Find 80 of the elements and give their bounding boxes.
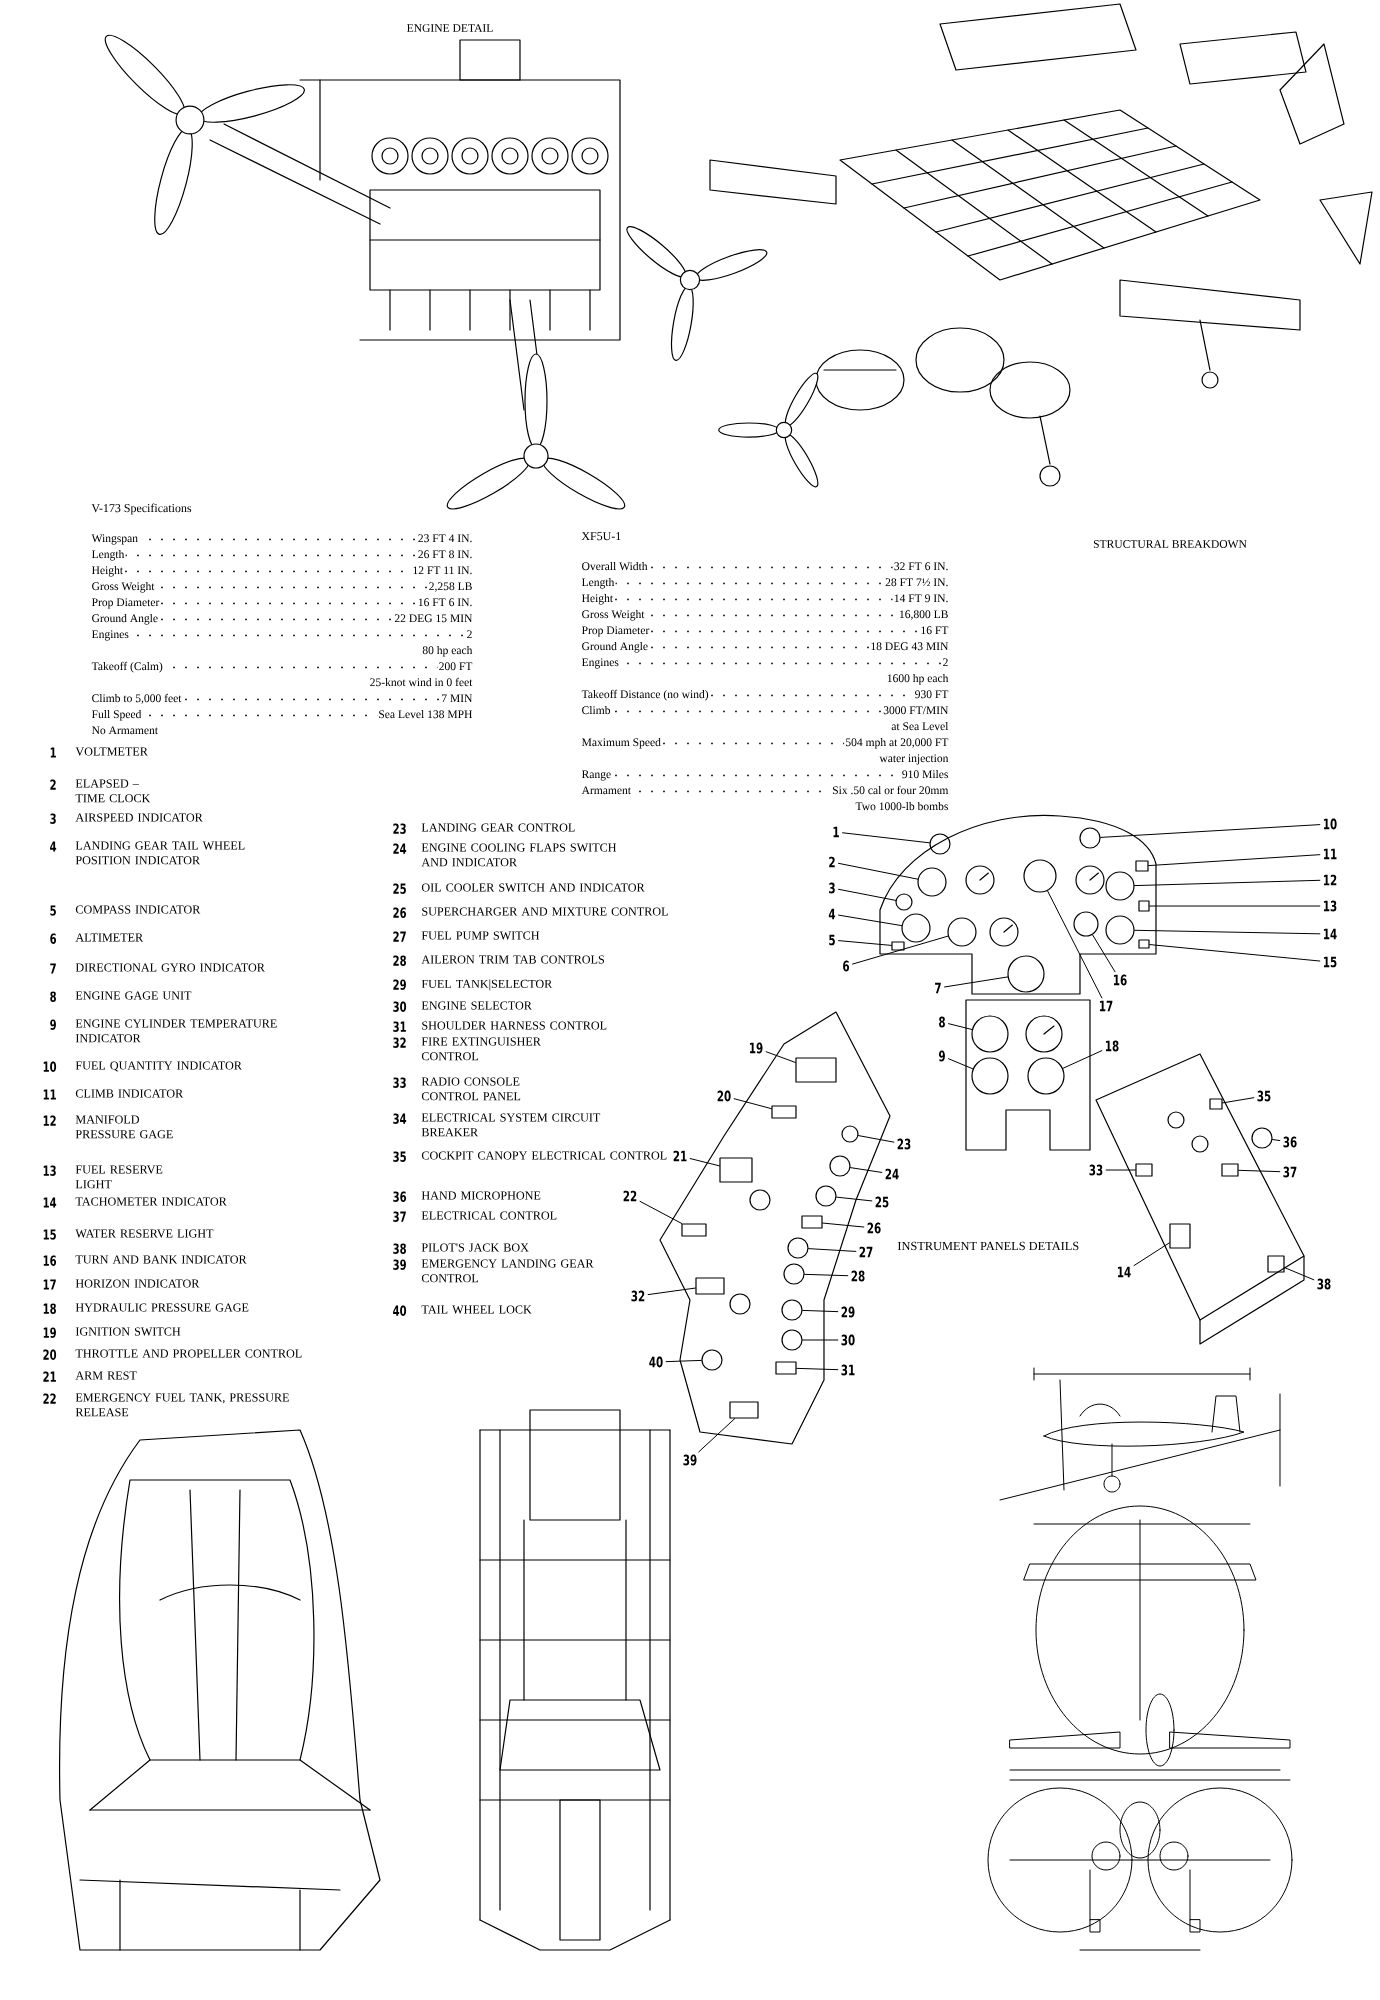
leader-line xyxy=(796,1367,839,1371)
leader-line xyxy=(689,1158,720,1167)
gauge xyxy=(1023,859,1057,893)
leader-line xyxy=(836,1196,873,1202)
control-box xyxy=(1138,939,1150,949)
gauge xyxy=(895,893,913,911)
control-box xyxy=(1221,1163,1239,1177)
control-box xyxy=(1169,1223,1191,1249)
gauge xyxy=(1073,911,1099,937)
leader-line xyxy=(802,1309,839,1313)
leader-line xyxy=(838,940,892,946)
leader-line xyxy=(1105,1169,1136,1171)
gauge xyxy=(947,917,977,947)
leader-line xyxy=(1284,1267,1315,1281)
gauge xyxy=(1105,915,1135,945)
leader-line xyxy=(647,1287,696,1296)
leader-line xyxy=(808,1248,857,1252)
leader-line xyxy=(1149,905,1321,907)
leader-line xyxy=(1133,1242,1170,1267)
leader-line xyxy=(838,914,903,927)
leader-line xyxy=(838,888,897,901)
control-box xyxy=(729,1401,759,1419)
leader-line xyxy=(948,1058,974,1070)
gauge xyxy=(1027,1057,1065,1095)
leader-line xyxy=(1238,1169,1281,1173)
leader-line xyxy=(765,1051,796,1063)
leader-line xyxy=(802,1339,839,1341)
gauge xyxy=(781,1329,803,1351)
control-box xyxy=(1135,860,1149,872)
leader-line xyxy=(852,935,949,965)
leader-line xyxy=(857,1135,895,1143)
leader-line xyxy=(849,1167,883,1173)
leader-line xyxy=(822,1222,865,1228)
leader-line xyxy=(944,976,1009,988)
control-box xyxy=(1135,1163,1153,1177)
leader-line xyxy=(733,1098,772,1110)
control-box xyxy=(801,1215,823,1229)
leader-line xyxy=(1134,879,1321,887)
control-box xyxy=(1267,1255,1285,1273)
gauge xyxy=(929,833,951,855)
leader-line xyxy=(1148,854,1321,867)
gauge xyxy=(971,1057,1009,1095)
gauge xyxy=(815,1185,837,1207)
leader-line xyxy=(1222,1097,1255,1104)
gauge xyxy=(971,1015,1009,1053)
leader-line xyxy=(1047,890,1103,999)
leader-line xyxy=(842,832,930,844)
leader-line xyxy=(665,1359,702,1363)
leader-line xyxy=(1149,944,1321,962)
leader-line xyxy=(1272,1139,1281,1142)
gauge xyxy=(781,1299,803,1321)
gauge xyxy=(1007,955,1045,993)
gauge xyxy=(901,913,931,943)
leader-line xyxy=(1062,1050,1103,1069)
gauge xyxy=(829,1155,851,1177)
leader-line xyxy=(1100,824,1321,838)
leader-line xyxy=(948,1023,973,1030)
gauge xyxy=(841,1125,859,1143)
gauge xyxy=(783,1263,805,1285)
leader-line xyxy=(1092,934,1116,973)
gauge xyxy=(701,1349,723,1371)
control-box xyxy=(775,1361,797,1375)
control-box xyxy=(695,1277,725,1295)
leader-line xyxy=(698,1418,736,1453)
control-box xyxy=(891,941,905,951)
control-box xyxy=(1138,900,1150,912)
control-box xyxy=(1209,1098,1223,1110)
gauge xyxy=(917,867,947,897)
control-box xyxy=(719,1157,753,1183)
leader-line xyxy=(1134,929,1321,935)
control-box xyxy=(795,1057,837,1083)
control-box xyxy=(681,1223,707,1237)
leader-line xyxy=(639,1200,683,1224)
leader-line xyxy=(804,1273,849,1277)
control-box xyxy=(771,1105,797,1119)
gauge xyxy=(1079,827,1101,849)
gauge xyxy=(1251,1127,1273,1149)
leader-line xyxy=(838,862,919,880)
gauge xyxy=(787,1237,809,1259)
gauge xyxy=(1105,871,1135,901)
